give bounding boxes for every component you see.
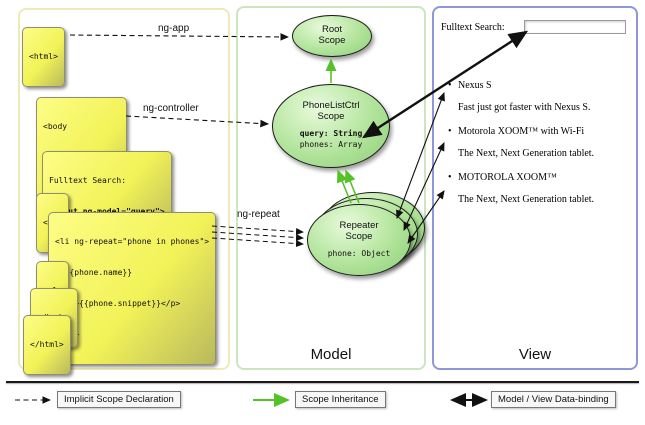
phone-name: Nexus S (448, 80, 630, 91)
phonelistctrl-prop-phones: phones: Array (299, 139, 363, 149)
phone-snippet: The Next, Next Generation tablet. (458, 194, 595, 205)
repeater-prop-phone: phone: Object (327, 248, 391, 258)
code-line: {{phone.name}} (55, 267, 133, 277)
view-panel-label: View (518, 346, 552, 363)
code-line: </li> (55, 330, 209, 340)
phone-snippet: The Next, Next Generation tablet. (458, 148, 595, 159)
repeater-scope-name: Repeater (339, 219, 379, 231)
code-html-open: <html> (22, 27, 65, 87)
code-line: <body (43, 121, 68, 131)
repeater-scope-ellipse: Repeater Scope phone: Object (307, 204, 411, 276)
phone-list: Nexus S Fast just got faster with Nexus … (448, 80, 630, 218)
phonelistctrl-scope-name: PhoneListCtrl (302, 100, 360, 112)
ng-app-label: ng-app (158, 23, 190, 34)
ng-repeat-label: ng-repeat (237, 209, 280, 220)
code-line: <html> (29, 51, 58, 61)
repeater-scope-sub: Scope (345, 230, 373, 242)
model-panel: Model (236, 6, 426, 370)
view-search-label: Fulltext Search: (441, 22, 505, 33)
view-search-input[interactable] (524, 20, 626, 34)
phonelistctrl-prop-query: query: String (299, 129, 363, 139)
model-panel-label: Model (310, 346, 352, 363)
phonelistctrl-scope-sub: Scope (317, 111, 345, 123)
root-scope-sub: Scope (318, 35, 346, 46)
code-line: <li ng-repeat="phone in phones"> (55, 236, 210, 246)
legend-scope-inheritance: Scope Inheritance (295, 391, 386, 408)
code-html-close: </html> (23, 315, 71, 375)
code-line: </html> (30, 339, 64, 349)
phonelistctrl-scope-ellipse: PhoneListCtrl Scope query: String phones… (272, 84, 390, 168)
legend-implicit-scope: Implicit Scope Declaration (57, 391, 181, 408)
phone-snippet: Fast just got faster with Nexus S. (458, 102, 591, 113)
phone-name: Motorola XOOM™ with Wi-Fi (448, 126, 630, 137)
legend-data-binding: Model / View Data-binding (491, 391, 616, 408)
root-scope-name: Root (321, 24, 343, 36)
code-line: Fulltext Search: (49, 175, 127, 185)
phone-name: MOTOROLA XOOM™ (448, 172, 630, 183)
divider-line (6, 381, 639, 383)
root-scope-ellipse: Root Scope (292, 15, 372, 57)
ng-controller-label: ng-controller (143, 103, 199, 114)
code-line: <p>{{phone.snippet}}</p> (55, 299, 181, 309)
